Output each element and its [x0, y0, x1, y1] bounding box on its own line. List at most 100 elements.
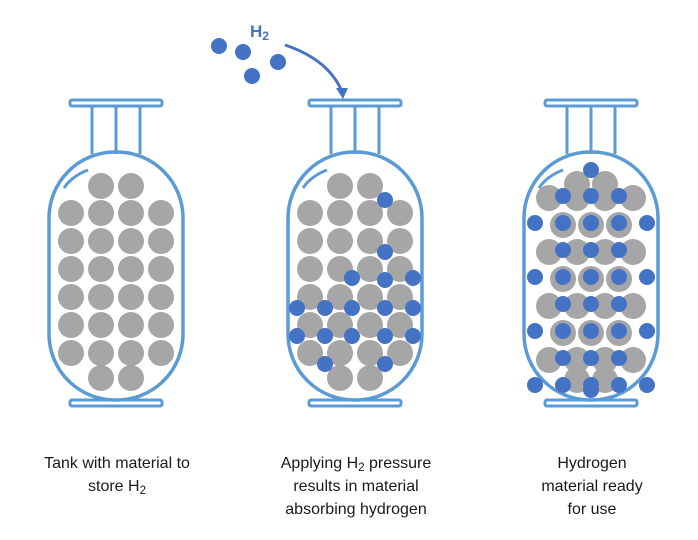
material-particle	[148, 200, 174, 226]
material-particle	[357, 228, 383, 254]
hydrogen-molecule	[211, 38, 227, 54]
hydrogen-atom	[527, 269, 543, 285]
material-particle	[357, 365, 383, 391]
material-particle	[327, 200, 353, 226]
tank-highlight	[301, 168, 328, 189]
material-particle	[327, 228, 353, 254]
tank-loaded	[522, 98, 660, 408]
material-particle	[118, 173, 144, 199]
material-particle	[58, 312, 84, 338]
hydrogen-atom	[405, 300, 421, 316]
hydrogen-atom	[639, 377, 655, 393]
material-particle	[297, 228, 323, 254]
hydrogen-atom	[317, 356, 333, 372]
tank-highlight	[62, 168, 89, 189]
hydrogen-atom	[555, 269, 571, 285]
hydrogen-atom	[611, 188, 627, 204]
hydrogen-atom	[555, 377, 571, 393]
material-particle	[564, 185, 590, 211]
hydrogen-atom	[317, 300, 333, 316]
hydrogen-atom	[583, 296, 599, 312]
hydrogen-atom	[377, 244, 393, 260]
hydrogen-atom	[611, 215, 627, 231]
material-particle	[327, 173, 353, 199]
hydrogen-molecule	[244, 68, 260, 84]
material-particle	[592, 185, 618, 211]
material-particle	[88, 365, 114, 391]
tank-absorbing	[286, 98, 424, 408]
hydrogen-atom	[555, 323, 571, 339]
material-particle	[118, 256, 144, 282]
hydrogen-atom	[611, 296, 627, 312]
material-particle	[118, 200, 144, 226]
hydrogen-atom	[611, 269, 627, 285]
hydrogen-atom	[583, 350, 599, 366]
hydrogen-atom	[405, 270, 421, 286]
caption-line: absorbing hydrogen	[285, 501, 427, 518]
tank-cap	[307, 98, 403, 108]
material-particle	[297, 256, 323, 282]
hydrogen-atom	[583, 162, 599, 178]
material-particle	[88, 173, 114, 199]
material-particle	[564, 347, 590, 373]
hydrogen-atom	[639, 269, 655, 285]
hydrogen-atom	[555, 188, 571, 204]
material-particle	[357, 173, 383, 199]
material-particle	[357, 340, 383, 366]
material-particle	[536, 293, 562, 319]
hydrogen-atom	[583, 377, 599, 393]
tank-highlight	[537, 168, 564, 189]
caption-line: material ready	[541, 478, 643, 495]
hydrogen-atom	[344, 328, 360, 344]
caption-line: Hydrogen	[557, 455, 627, 472]
hydrogen-atom	[639, 215, 655, 231]
material-particle	[357, 284, 383, 310]
tank-base	[307, 398, 403, 408]
hydrogen-atom	[555, 215, 571, 231]
material-particle	[297, 200, 323, 226]
material-particle	[88, 284, 114, 310]
hydrogen-atom	[555, 350, 571, 366]
material-particle	[148, 256, 174, 282]
hydrogen-atom	[344, 270, 360, 286]
hydrogen-atom	[377, 356, 393, 372]
hydrogen-atom	[583, 323, 599, 339]
hydrogen-atom	[555, 296, 571, 312]
h2-flow-arrow	[284, 43, 345, 95]
material-particle	[357, 256, 383, 282]
hydrogen-atom	[377, 192, 393, 208]
hydrogen-atom	[317, 328, 333, 344]
material-particle	[118, 340, 144, 366]
hydrogen-atom	[611, 242, 627, 258]
material-particle	[88, 256, 114, 282]
material-particle	[387, 200, 413, 226]
hydrogen-atom	[583, 269, 599, 285]
tank-cap	[543, 98, 639, 108]
material-particle	[118, 284, 144, 310]
material-particle	[592, 293, 618, 319]
hydrogen-atom	[611, 323, 627, 339]
material-particle	[148, 312, 174, 338]
material-particle	[327, 340, 353, 366]
tank-base	[543, 398, 639, 408]
tank-empty	[47, 98, 185, 408]
material-particle	[327, 365, 353, 391]
material-particle	[88, 200, 114, 226]
caption-line: for use	[567, 501, 617, 518]
h2-flow-arrowhead	[336, 88, 348, 99]
hydrogen-atom	[289, 328, 305, 344]
material-particle	[297, 340, 323, 366]
tank-cap	[68, 98, 164, 108]
material-particle	[118, 365, 144, 391]
material-particle	[536, 185, 562, 211]
material-particle	[564, 239, 590, 265]
caption-line: Applying H2 pressure	[280, 455, 432, 474]
hydrogen-atom	[377, 272, 393, 288]
material-particle	[536, 239, 562, 265]
hydrogen-atom	[527, 323, 543, 339]
hydrogen-atom	[555, 242, 571, 258]
material-particle	[58, 200, 84, 226]
caption-tank-empty: Tank with material to store H2	[7, 452, 227, 498]
material-particle	[357, 312, 383, 338]
caption-tank-loaded: Hydrogen material ready for use	[482, 452, 698, 521]
